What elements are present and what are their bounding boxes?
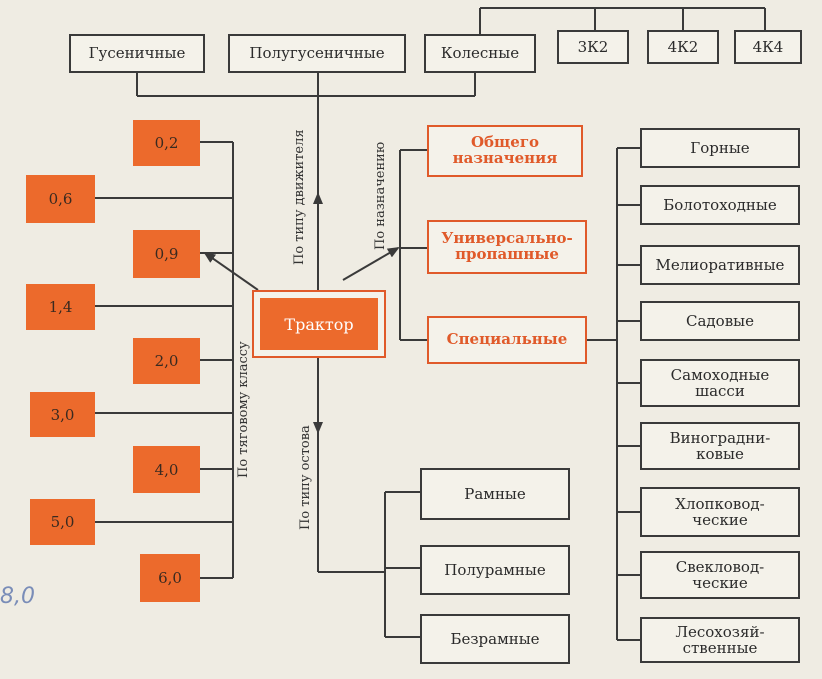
tractor-center: Трактор xyxy=(252,290,386,358)
frame-type: Полурамные xyxy=(420,545,570,595)
frame-type: Безрамные xyxy=(420,614,570,664)
special-type: Свекловод- ческие xyxy=(640,551,800,599)
traction-class-value: 5,0 xyxy=(30,499,95,545)
purpose-general: Общего назначения xyxy=(427,125,583,177)
special-type: Самоходные шасси xyxy=(640,359,800,407)
traction-class-value: 6,0 xyxy=(140,554,200,602)
special-type: Болотоходные xyxy=(640,185,800,225)
special-type: Хлопковод- ческие xyxy=(640,487,800,537)
tractor-label: Трактор xyxy=(260,298,378,350)
traction-class-value: 2,0 xyxy=(133,338,200,384)
traction-class-value: 4,0 xyxy=(133,446,200,493)
special-type: Виноградни- ковые xyxy=(640,422,800,470)
mover-half-tracked: Полугусеничные xyxy=(228,34,406,73)
special-type: Садовые xyxy=(640,301,800,341)
wheel-formula-4k4: 4К4 xyxy=(734,30,802,64)
traction-class-value: 3,0 xyxy=(30,392,95,437)
traction-class-value: 1,4 xyxy=(26,284,95,330)
special-type: Горные xyxy=(640,128,800,168)
traction-class-value: 0,9 xyxy=(133,230,200,278)
handwritten-note: 8,0 xyxy=(0,584,35,609)
traction-class-value: 0,6 xyxy=(26,175,95,223)
label-by-class: По тяговому классу xyxy=(236,341,251,478)
special-type: Лесохозяй- ственные xyxy=(640,617,800,663)
purpose-special: Специальные xyxy=(427,316,587,364)
label-by-purpose: По назначению xyxy=(373,141,388,250)
wheel-formula-3k2: 3К2 xyxy=(557,30,629,64)
special-type: Мелиоративные xyxy=(640,245,800,285)
wheel-formula-4k2: 4К2 xyxy=(647,30,719,64)
label-by-mover: По типу движителя xyxy=(292,129,307,265)
mover-wheeled: Колесные xyxy=(424,34,536,73)
label-by-frame: По типу остова xyxy=(298,425,313,530)
frame-type: Рамные xyxy=(420,468,570,520)
traction-class-value: 0,2 xyxy=(133,120,200,166)
purpose-universal-row-crop: Универсально- пропашные xyxy=(427,220,587,274)
mover-tracked: Гусеничные xyxy=(69,34,205,73)
